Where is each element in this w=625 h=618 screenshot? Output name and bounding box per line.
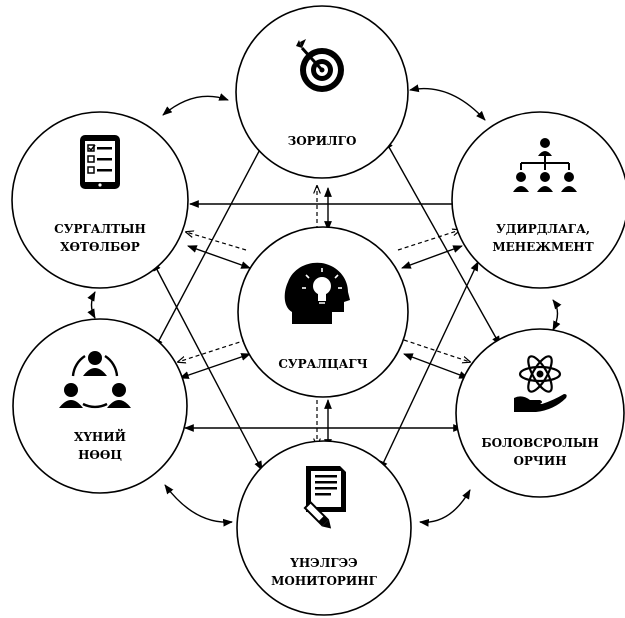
- node-suraltsagch: СУРАЛЦАГЧ: [237, 226, 409, 398]
- checklist-tablet-icon: [80, 135, 120, 189]
- khuniy-label-line1: ХҮНИЙ: [74, 428, 126, 444]
- arrow-center-udirdlaga-dashed: [397, 230, 460, 251]
- unelgee-label-line1: ҮНЭЛГЭЭ: [289, 556, 357, 570]
- node-khuniy: ХҮНИЙ НӨӨЦ: [12, 318, 188, 494]
- curve-bolovsrolyn-unelgee: [419, 489, 471, 527]
- curve-zorilgo-udirdlaga: [409, 84, 486, 121]
- curve-unelgee-khuniy: [164, 484, 233, 527]
- arrow-center-khuniy-dashed: [178, 339, 247, 362]
- surgaltyn-label-line2: ХӨТӨЛБӨР: [60, 240, 140, 254]
- node-bolovsrolyn: БОЛОВСРОЛЫН ОРЧИН: [455, 328, 625, 498]
- team-cycle-icon: [59, 351, 131, 409]
- connectors: [87, 84, 562, 527]
- arrow-center-bolovsrolyn-dashed: [403, 339, 470, 362]
- node-unelgee: ҮНЭЛГЭЭ МОНИТОРИНГ: [236, 440, 412, 616]
- document-pen-icon: [303, 466, 346, 529]
- zorilgo-label: ЗОРИЛГО: [288, 134, 357, 148]
- bolovsrolyn-label-line2: ОРЧИН: [513, 454, 566, 468]
- khuniy-label-line2: НӨӨЦ: [78, 448, 122, 462]
- org-chart-icon: [513, 138, 577, 192]
- target-icon: [296, 39, 344, 92]
- node-zorilgo: ЗОРИЛГО: [235, 5, 409, 179]
- curve-surgaltyn-zorilgo: [162, 93, 229, 116]
- suraltsagch-label: СУРАЛЦАГЧ: [278, 357, 367, 371]
- surgaltyn-label-line1: СУРГАЛТЫН: [54, 222, 146, 236]
- arrow-center-surgaltyn-solid: [187, 245, 251, 269]
- udirdlaga-label-line1: УДИРДЛАГА,: [496, 222, 590, 236]
- curve-khuniy-surgaltyn: [87, 291, 96, 319]
- node-surgaltyn: СУРГАЛТЫН ХӨТӨЛБӨР: [11, 111, 189, 289]
- atom-hand-icon: [514, 355, 567, 412]
- head-lightbulb-icon: [284, 262, 350, 324]
- arrow-center-khuniy-solid: [179, 353, 251, 379]
- unelgee-label-line2: МОНИТОРИНГ: [271, 574, 377, 588]
- udirdlaga-label-line2: МЕНЕЖМЕНТ: [492, 240, 593, 254]
- arrow-zorilgo-bolovsrolyn: [384, 139, 501, 346]
- arrow-center-bolovsrolyn-solid: [403, 353, 469, 379]
- bolovsrolyn-label-line1: БОЛОВСРОЛЫН: [481, 436, 598, 450]
- node-udirdlaga: УДИРДЛАГА, МЕНЕЖМЕНТ: [451, 111, 625, 289]
- arrow-center-surgaltyn-dashed: [186, 232, 247, 251]
- arrow-center-udirdlaga-solid: [401, 245, 463, 269]
- curve-udirdlaga-bolovsrolyn: [552, 299, 562, 331]
